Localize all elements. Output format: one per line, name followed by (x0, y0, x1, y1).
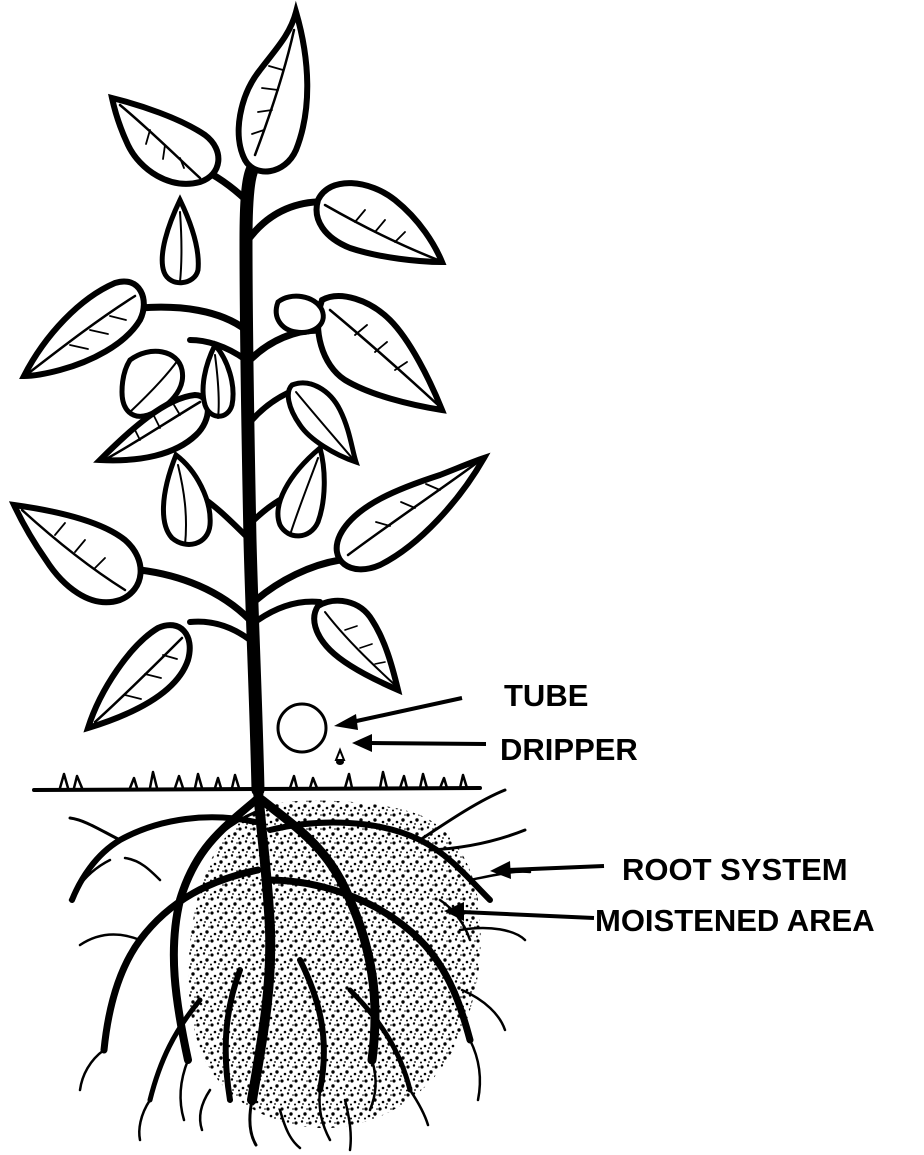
leaf-small-upper (162, 200, 198, 283)
leaf-upper-right (317, 183, 442, 262)
leaf-lower-center-right (278, 448, 324, 536)
label-root-system: ROOT SYSTEM (622, 852, 848, 887)
leaf-lower-left (88, 625, 190, 728)
drip-tube (278, 704, 326, 752)
label-tube: TUBE (504, 678, 588, 713)
dripper-arrow (352, 734, 486, 752)
leaf-lower-center-left (163, 455, 210, 545)
dripper-emitter (336, 750, 344, 765)
tube-arrow (334, 698, 462, 730)
leaf-left-large (24, 281, 144, 376)
leaf-upper-left (112, 98, 218, 184)
diagram-labels: TUBE DRIPPER ROOT SYSTEM MOISTENED AREA (500, 678, 875, 938)
root-system-arrow (490, 861, 604, 879)
label-moistened-area: MOISTENED AREA (595, 903, 875, 938)
label-dripper: DRIPPER (500, 732, 638, 767)
leaf-top (239, 12, 308, 171)
leaf-small-right (276, 296, 323, 332)
leaf-lower-right (314, 601, 398, 690)
leaf-mid-center (203, 345, 233, 418)
leaf-right-large (337, 458, 484, 569)
leaf-left-lower-large (14, 505, 141, 602)
leaf-mid-right-large (318, 296, 442, 410)
